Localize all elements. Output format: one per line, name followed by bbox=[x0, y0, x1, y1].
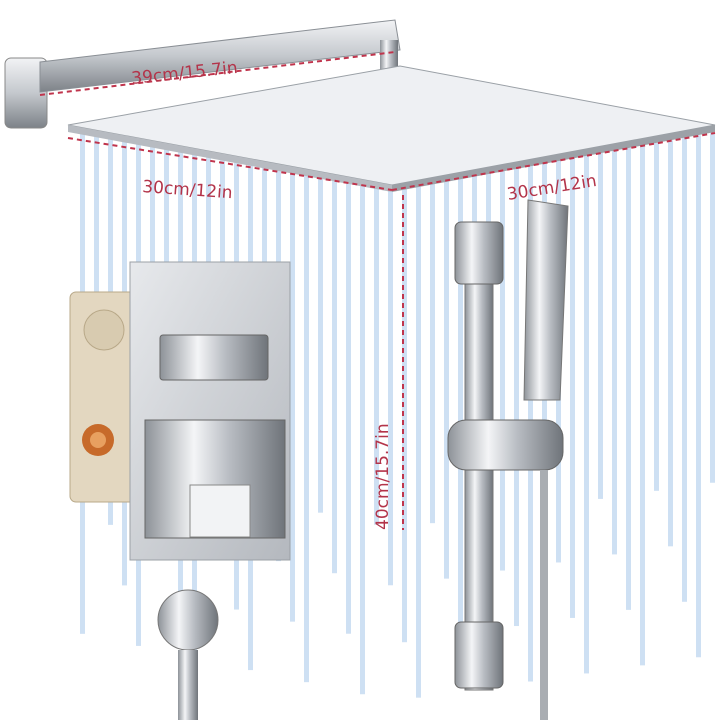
water-stream bbox=[388, 189, 393, 586]
slide-bar bbox=[447, 221, 564, 691]
water-stream bbox=[584, 155, 589, 674]
slide-bar-height-label: 40cm/15.7in bbox=[373, 423, 393, 530]
valve-trim-plate bbox=[129, 261, 291, 561]
water-stream bbox=[318, 176, 323, 513]
water-stream bbox=[696, 135, 701, 658]
water-stream bbox=[304, 174, 309, 683]
water-stream bbox=[654, 142, 659, 491]
water-stream bbox=[500, 170, 505, 571]
water-stream bbox=[710, 132, 715, 483]
water-stream bbox=[290, 171, 295, 622]
valve-rough-in-box bbox=[69, 291, 137, 503]
water-stream bbox=[626, 147, 631, 610]
water-stream bbox=[332, 179, 337, 574]
handheld-shower bbox=[523, 199, 569, 720]
water-stream bbox=[514, 168, 519, 627]
water-stream bbox=[374, 186, 379, 525]
water-stream bbox=[458, 178, 463, 635]
water-stream bbox=[416, 185, 421, 698]
water-stream bbox=[444, 180, 449, 579]
water-stream bbox=[640, 145, 645, 666]
water-stream bbox=[570, 157, 575, 618]
water-stream bbox=[598, 152, 603, 499]
water-stream bbox=[360, 184, 365, 695]
water-stream bbox=[682, 137, 687, 602]
head-width-label: 30cm/12in bbox=[142, 177, 234, 203]
water-stream bbox=[346, 181, 351, 634]
water-stream bbox=[402, 188, 407, 643]
water-stream bbox=[668, 140, 673, 547]
water-stream bbox=[430, 183, 435, 524]
water-stream bbox=[612, 150, 617, 555]
hose-outlet-elbow bbox=[157, 589, 219, 720]
dimension-lines bbox=[39, 51, 716, 530]
